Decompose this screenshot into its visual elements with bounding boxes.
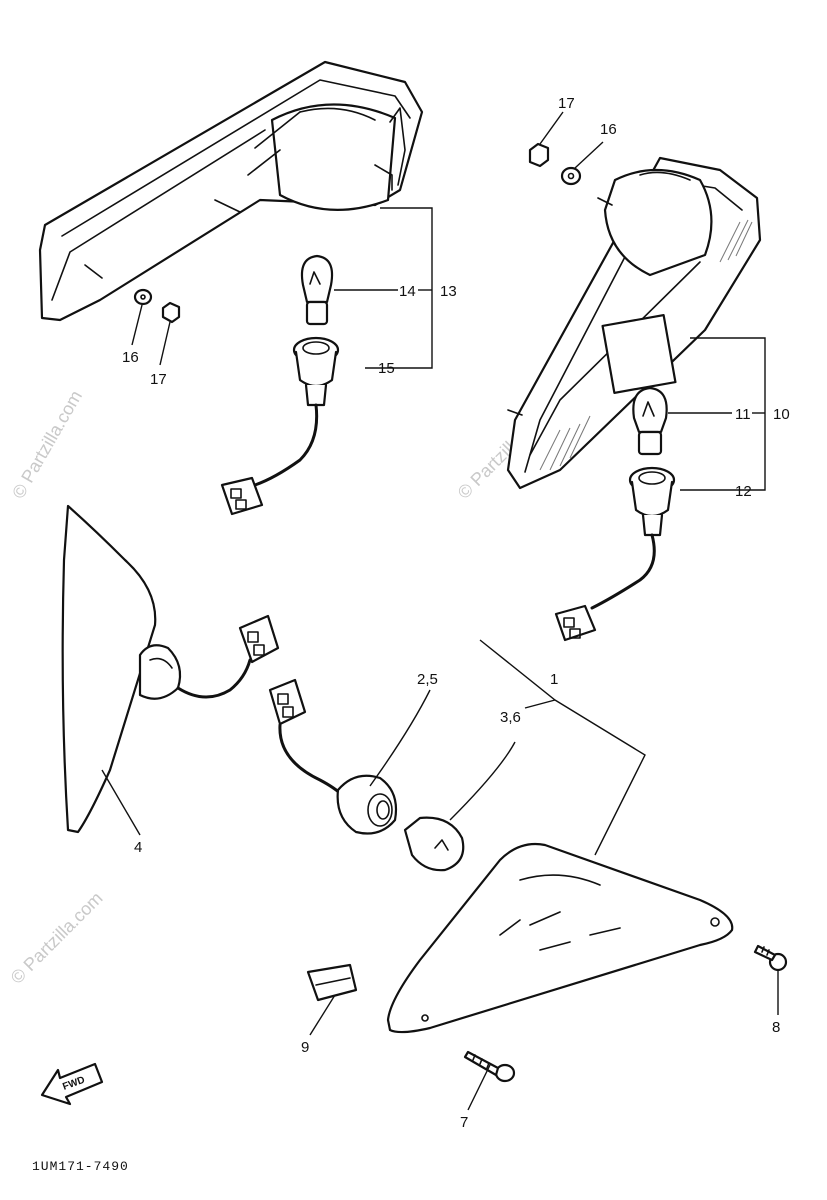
screw-7 — [463, 1050, 516, 1083]
callout-12: 12 — [735, 483, 752, 500]
diagram-code: 1UM171-7490 — [32, 1159, 129, 1174]
washer-16-top — [560, 166, 582, 186]
callout-7: 7 — [460, 1114, 468, 1131]
callout-4: 4 — [134, 839, 142, 856]
callout-10: 10 — [773, 406, 790, 423]
callouts: 17 16 14 13 15 16 17 11 10 12 2,5 1 3,6 … — [122, 95, 790, 1131]
callout-8: 8 — [772, 1019, 780, 1036]
lens-assembly-1 — [386, 842, 734, 1034]
washer-16-left — [133, 288, 153, 306]
callout-11: 11 — [735, 406, 751, 423]
callout-3-6: 3,6 — [500, 709, 521, 726]
callout-13: 13 — [440, 283, 457, 300]
socket-2-5 — [268, 678, 398, 835]
callout-1: 1 — [550, 671, 558, 688]
socket-15 — [220, 336, 340, 516]
clip-9 — [306, 963, 358, 1002]
screw-8 — [753, 944, 788, 972]
socket-12 — [554, 466, 676, 642]
leader-lines — [101, 111, 779, 1111]
callout-15: 15 — [378, 360, 395, 377]
front-flasher-4 — [61, 504, 280, 834]
turn-signal-assembly-right — [506, 156, 762, 490]
turn-signal-assembly-left — [38, 60, 424, 322]
bulb-3-6 — [403, 816, 465, 872]
watermark-mid-left: © Partzilla.com — [7, 888, 107, 988]
callout-16-left: 16 — [122, 349, 139, 366]
nut-17-left — [161, 301, 181, 324]
callout-17-left: 17 — [150, 371, 167, 388]
callout-14: 14 — [399, 283, 416, 300]
callout-9: 9 — [301, 1039, 309, 1056]
fwd-arrow-icon: FWD — [40, 1062, 104, 1106]
watermark-left: © Partzilla.com — [8, 387, 86, 502]
nut-17-top — [528, 142, 550, 168]
bulb-14 — [300, 254, 334, 326]
bulb-11 — [632, 386, 668, 456]
callout-2-5: 2,5 — [417, 671, 438, 688]
callout-17-top: 17 — [558, 95, 575, 112]
callout-16-top: 16 — [600, 121, 617, 138]
